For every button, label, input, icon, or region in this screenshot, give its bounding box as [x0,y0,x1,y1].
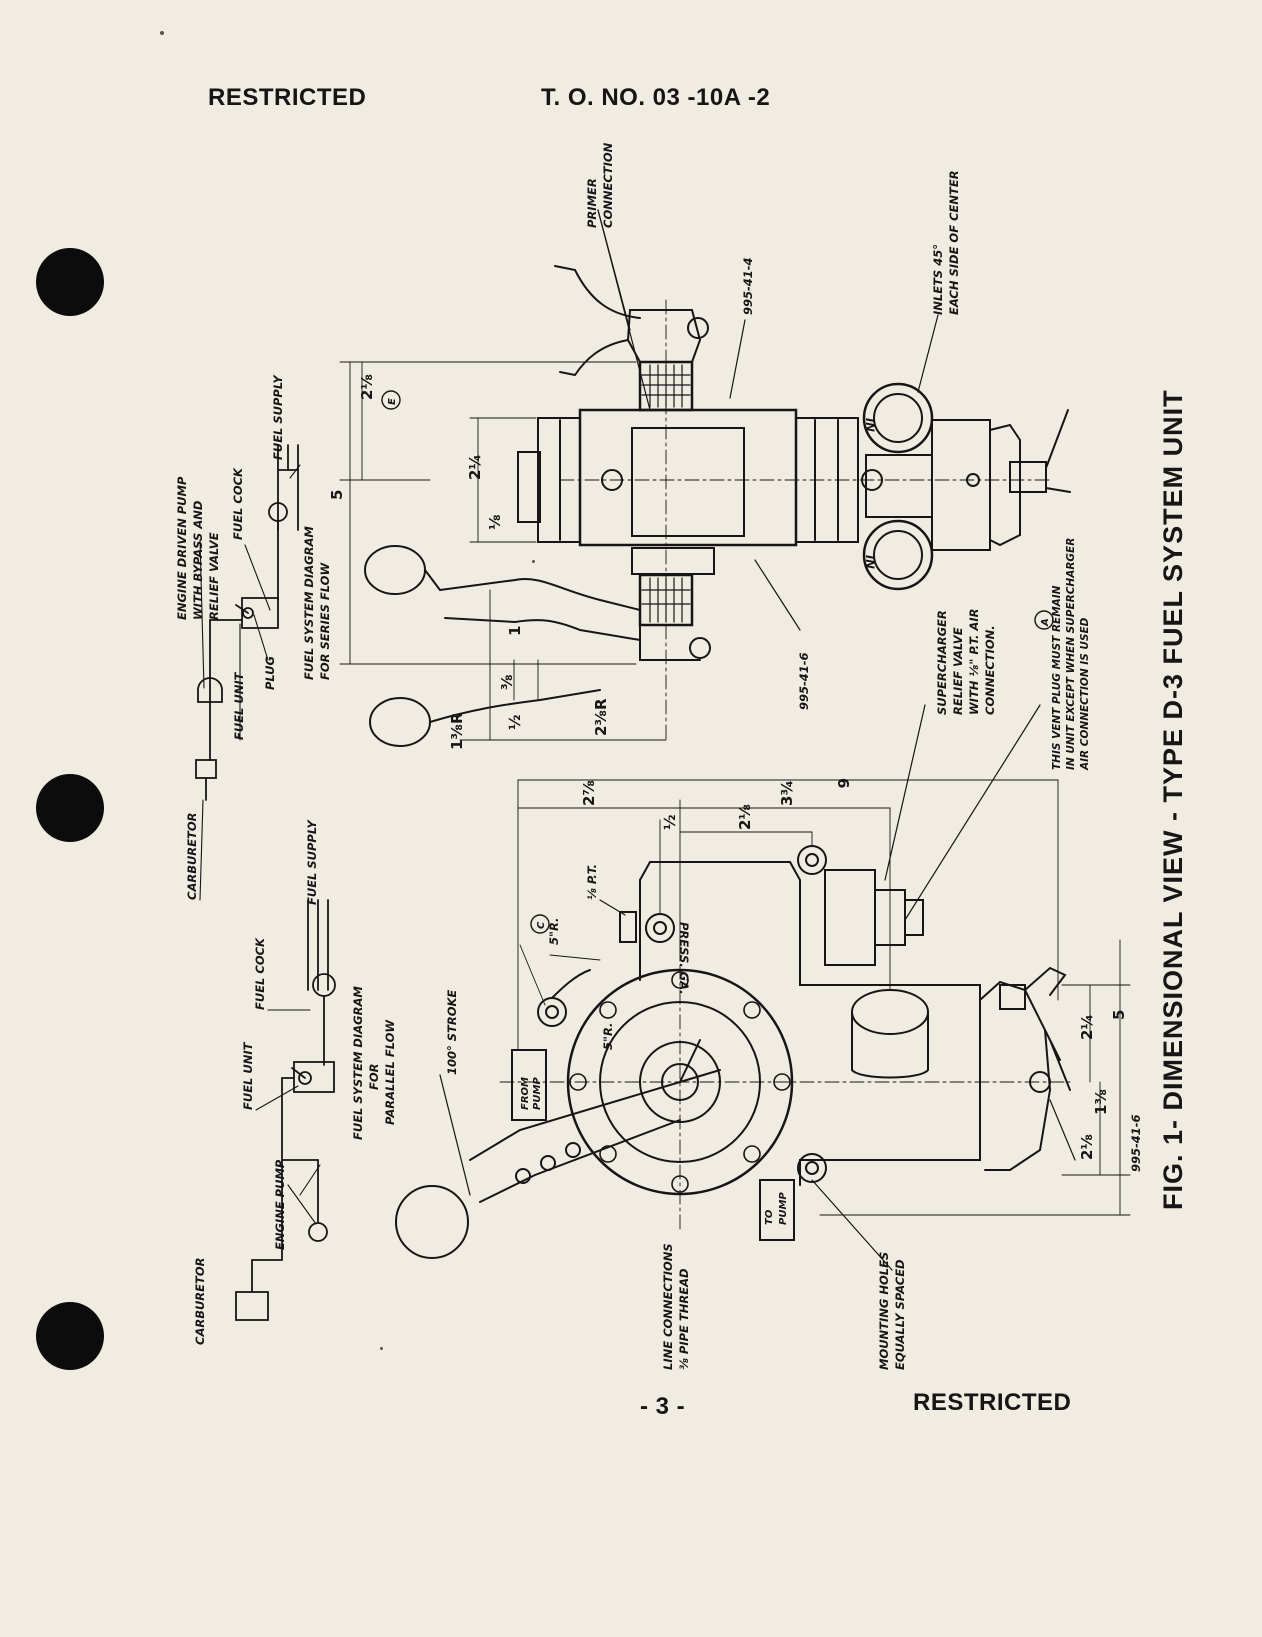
label-parallel-title: FUEL SYSTEM DIAGRAM [351,986,365,1140]
labels-rotated: PRIMER CONNECTION 995-41-4 INLETS 45° EA… [175,142,1188,1370]
dim-1-3-8-r: 1⅜R [448,712,466,750]
parallel-flow-diagram [235,899,336,1321]
speck [532,560,535,563]
label-supercharger-4: CONNECTION. [983,625,997,715]
label-series-title-2: FOR SERIES FLOW [318,562,332,680]
label-primer: PRIMER [585,178,599,228]
label-stroke: 100° STROKE [445,990,459,1075]
label-r5: 5"R. [547,918,561,945]
dim-1-2b: ½ [661,814,679,830]
label-part-mid: 995-41-6 [797,652,811,710]
parallel-flow-leaders [255,1009,321,1225]
label-fuel-unit-2: FUEL UNIT [241,1041,255,1110]
dim-1: 1 [506,626,524,636]
dim-1-8: ⅛ [486,514,504,530]
dim-5b: 5 [1110,1010,1128,1020]
label-mounting-holes: MOUNTING HOLES [877,1252,891,1370]
label-mounting-holes-2: EQUALLY SPACED [893,1259,907,1370]
label-r5b: 5"R. [601,1023,615,1050]
label-carburetor-2: CARBURETOR [193,1258,207,1346]
label-supercharger-3: WITH ⅛" P.T. AIR [967,609,981,715]
dim-1-3-8b: 1⅜ [1092,1089,1110,1115]
label-in-bottom: IN [863,555,877,569]
label-parallel-title-2: FOR [367,1064,381,1091]
label-engine-pump: ENGINE DRIVEN PUMP [175,476,189,620]
label-to-pump-2: PUMP [778,1192,789,1225]
top-view-leaders [597,209,939,631]
label-in-top: IN [863,418,877,432]
label-inlets: INLETS 45° [931,244,945,315]
footer-page-number: - 3 - [640,1393,686,1420]
dim-2-3-8-r: 2⅜R [592,698,610,736]
label-from-pump: FROM [520,1077,531,1110]
label-inlets-2: EACH SIDE OF CENTER [947,170,961,315]
front-view-leaders [439,704,1076,1271]
binder-hole-middle [36,774,104,842]
label-line-connections: LINE CONNECTIONS [661,1243,675,1370]
dim-2-1-4b: 2¼ [1078,1014,1096,1040]
label-engine-pump-2b: ENGINE PUMP [273,1159,287,1250]
dim-2-7-8: 2⅞ [580,780,598,806]
label-fuel-supply-2: FUEL SUPPLY [305,819,319,905]
top-view-unit [339,265,1071,747]
label-vent: THIS VENT PLUG MUST REMAIN [1051,585,1063,770]
label-vent-3: AIR CONNECTION IS USED [1079,617,1091,771]
header-to-number: T. O. NO. 03 -10A -2 [541,84,771,111]
speck [160,31,164,35]
front-view-unit [395,779,1131,1259]
dim-2-1-8c: 2⅛ [1078,1134,1096,1160]
label-press-ga: PRESS. GA. [677,922,691,995]
dim-6: 6 [834,778,852,788]
binder-hole-top [36,248,104,316]
label-engine-pump-2: WITH BYPASS AND [191,500,205,620]
label-line-connections-2: ⅜ PIPE THREAD [677,1268,691,1370]
header-restricted: RESTRICTED [208,84,367,111]
label-vent-mark: A [1040,618,1051,627]
dim-2-1-4: 2¼ [466,454,484,480]
dim-3-3-4: 3¾ [778,780,796,806]
series-flow-diagram [195,444,299,801]
label-from-pump-2: PUMP [532,1077,543,1110]
label-fuel-cock: FUEL COCK [231,467,245,540]
label-carburetor: CARBURETOR [185,813,199,901]
dimension-text: 2⅛ 5 2¼ ⅛ 1 ⅜ ½ 2⅜R 1⅜R 6 2⅞ 3¾ ½ 2⅛ 2¼ … [328,374,1143,1172]
figure-caption: FIG. 1- DIMENSIONAL VIEW - TYPE D-3 FUEL… [1158,389,1188,1210]
dim-5: 5 [328,490,346,500]
label-part-bottom: 995-41-6 [1129,1114,1143,1172]
label-primer-2: CONNECTION [601,142,615,228]
speck [380,1347,383,1350]
footer-restricted: RESTRICTED [913,1389,1072,1416]
label-part-top: 995-41-4 [741,257,755,315]
label-pt: ⅛ P.T. [585,864,599,900]
label-e-mark: E [387,398,398,405]
knurl-bottom [641,577,691,623]
label-fuel-cock-2: FUEL COCK [253,937,267,1010]
label-series-title: FUEL SYSTEM DIAGRAM [302,526,316,680]
binder-hole-bottom [36,1302,104,1370]
label-parallel-title-3: PARALLEL FLOW [383,1019,397,1125]
label-supercharger-2: RELIEF VALVE [951,627,965,715]
label-to-pump: TO [764,1209,775,1225]
label-supercharger: SUPERCHARGER [935,610,949,715]
series-flow-leaders [199,464,301,901]
label-plug: PLUG [263,656,277,690]
label-fuel-unit: FUEL UNIT [232,671,246,740]
dim-2-1-8: 2⅛ [358,374,376,400]
label-engine-pump-3: RELIEF VALVE [207,532,221,620]
label-fuel-supply: FUEL SUPPLY [271,374,285,460]
dim-2-1-8b: 2⅛ [736,804,754,830]
dim-1-2: ½ [506,714,524,730]
dim-3-8: ⅜ [498,674,516,690]
label-vent-2: IN UNIT EXCEPT WHEN SUPERCHARGER [1065,538,1077,770]
label-c-mark: C [536,921,547,929]
